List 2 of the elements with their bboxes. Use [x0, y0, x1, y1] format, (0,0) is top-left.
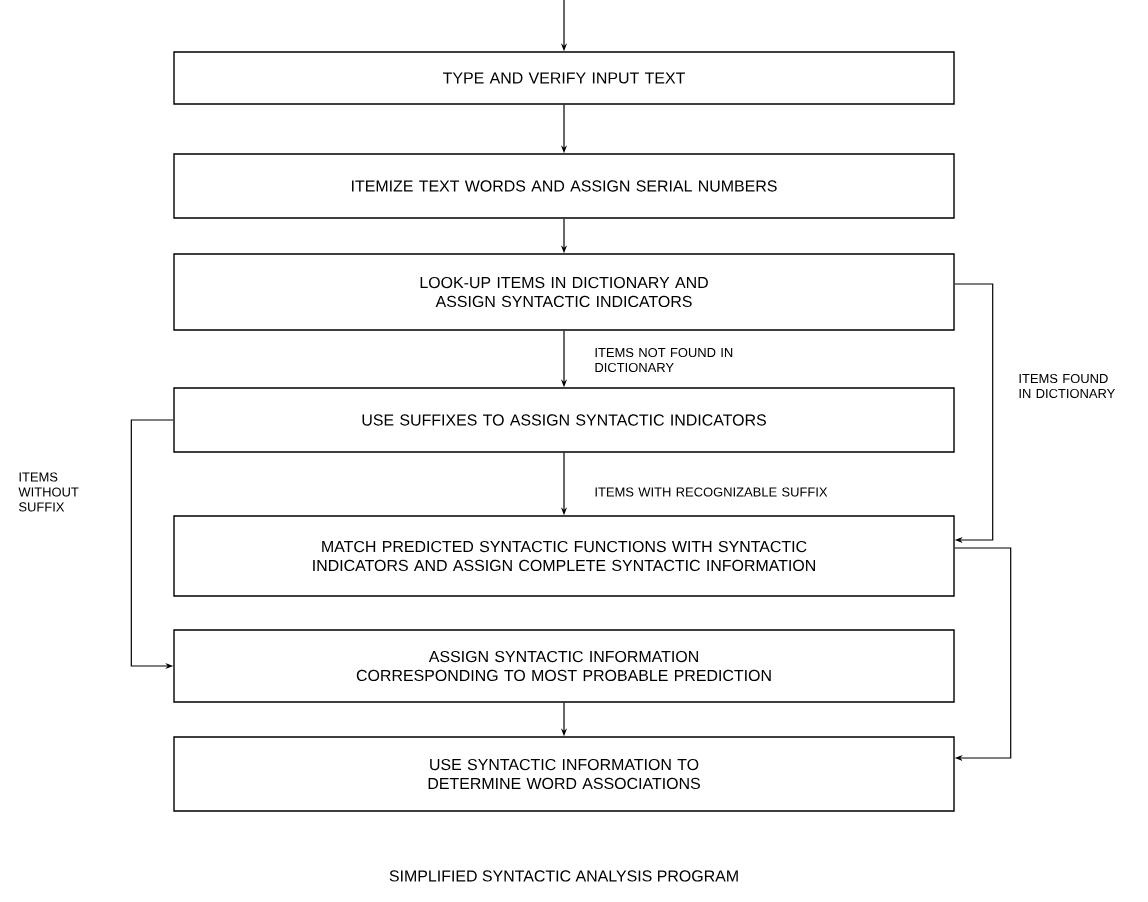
- arrow: [954, 283, 994, 544]
- arrow: [954, 547, 1012, 762]
